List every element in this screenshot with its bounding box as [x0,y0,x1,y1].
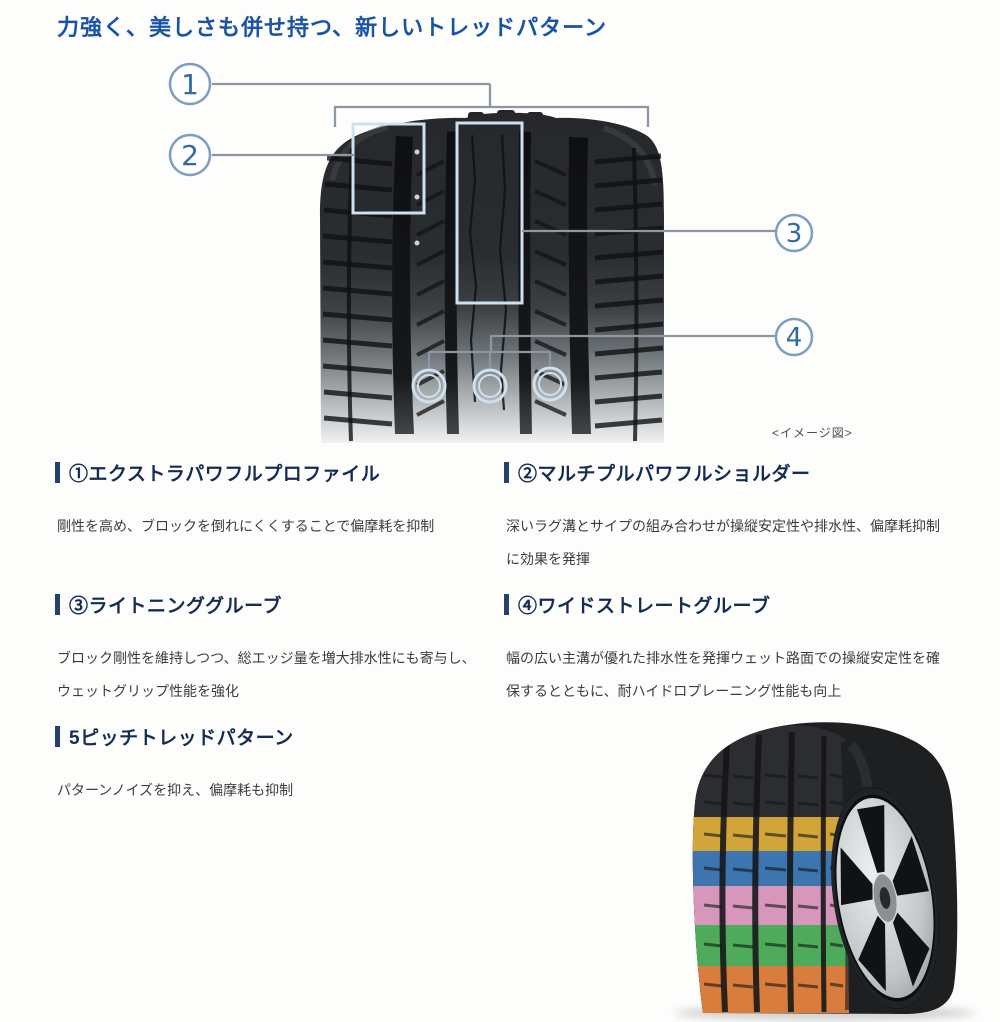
heading-accent-bar [55,462,60,483]
tire-tread-photo [320,110,664,443]
highlight-box-shoulder [351,122,426,215]
feature-description: 深いラグ溝とサイプの組み合わせが操縦安定性や排水性、偏摩耗抑制に効果を発揮 [506,518,940,567]
feature-heading-text: ①エクストラパワフルプロファイル [69,464,381,485]
heading-accent-bar [504,462,509,483]
callout-1-badge: 1 [168,62,212,106]
groove-marker-circles [411,366,568,404]
callout-2-number: 2 [181,139,199,172]
feature-heading: ②マルチプルパワフルショルダー [504,459,951,486]
feature-heading: ④ワイドストレートグルーブ [504,591,951,618]
leader-bracket-1 [333,105,650,127]
leader-line-4 [489,334,776,352]
pitch-tire-image [675,722,975,1021]
feature-heading-text: ③ライトニンググルーブ [69,596,282,617]
diagram-caption: <イメージ図> [772,426,853,440]
feature-section-2: ②マルチプルパワフルショルダー 深いラグ溝とサイプの組み合わせが操縦安定性や排水… [504,459,951,576]
feature-heading-text: ④ワイドストレートグルーブ [518,596,771,617]
feature-description: パターンノイズを抑え、偏摩耗も抑制 [57,782,294,798]
page-title: 力強く、美しさも併せ持つ、新しいトレッドパターン [57,15,608,40]
alloy-wheel [831,787,939,1009]
highlight-box-center-rib [455,121,524,305]
heading-accent-bar [504,594,509,615]
callout-2-badge: 2 [168,133,212,177]
feature-heading: ③ライトニンググルーブ [55,591,485,618]
leader-lines [212,82,776,368]
feature-heading-text: ②マルチプルパワフルショルダー [518,464,811,485]
feature-description: 幅の広い主溝が優れた排水性を発揮ウェット路面での操縦安定性を確保するとともに、耐… [506,650,940,699]
pitch-tread-grooves [703,731,849,1013]
heading-accent-bar [55,726,60,747]
feature-section-1: ①エクストラパワフルプロファイル 剛性を高め、ブロックを倒れにくくすることで偏摩… [55,459,485,543]
feature-heading: 5ピッチトレッドパターン [55,723,485,750]
callout-4-number: 4 [786,323,803,353]
wheel-spoke-gaps [840,804,930,992]
feature-description: 剛性を高め、ブロックを倒れにくくすることで偏摩耗を抑制 [57,518,435,534]
callout-3-badge: 3 [774,213,814,253]
shoulder-dimples [414,149,420,246]
feature-heading: ①エクストラパワフルプロファイル [55,459,485,486]
callout-badges: 1 2 3 4 [168,62,814,357]
callout-3-number: 3 [786,219,803,249]
callout-4-badge: 4 [774,317,814,357]
feature-heading-text: 5ピッチトレッドパターン [69,728,294,749]
feature-description: ブロック剛性を維持しつつ、総エッジ量を増大排水性にも寄与し、ウェットグリップ性能… [57,650,476,699]
heading-accent-bar [55,594,60,615]
feature-section-5: 5ピッチトレッドパターン パターンノイズを抑え、偏摩耗も抑制 [55,723,485,807]
sidewall-edge [632,147,639,442]
feature-section-4: ④ワイドストレートグルーブ 幅の広い主溝が優れた排水性を発揮ウェット路面での操縦… [504,591,951,708]
pitch-band-5 [692,966,849,1013]
callout-1-number: 1 [181,68,199,101]
feature-section-3: ③ライトニンググルーブ ブロック剛性を維持しつつ、総エッジ量を増大排水性にも寄与… [55,591,485,708]
sheen [603,125,658,186]
tread-diagram: 1 2 3 4 [168,62,814,443]
wheel-hub-center [879,887,891,909]
